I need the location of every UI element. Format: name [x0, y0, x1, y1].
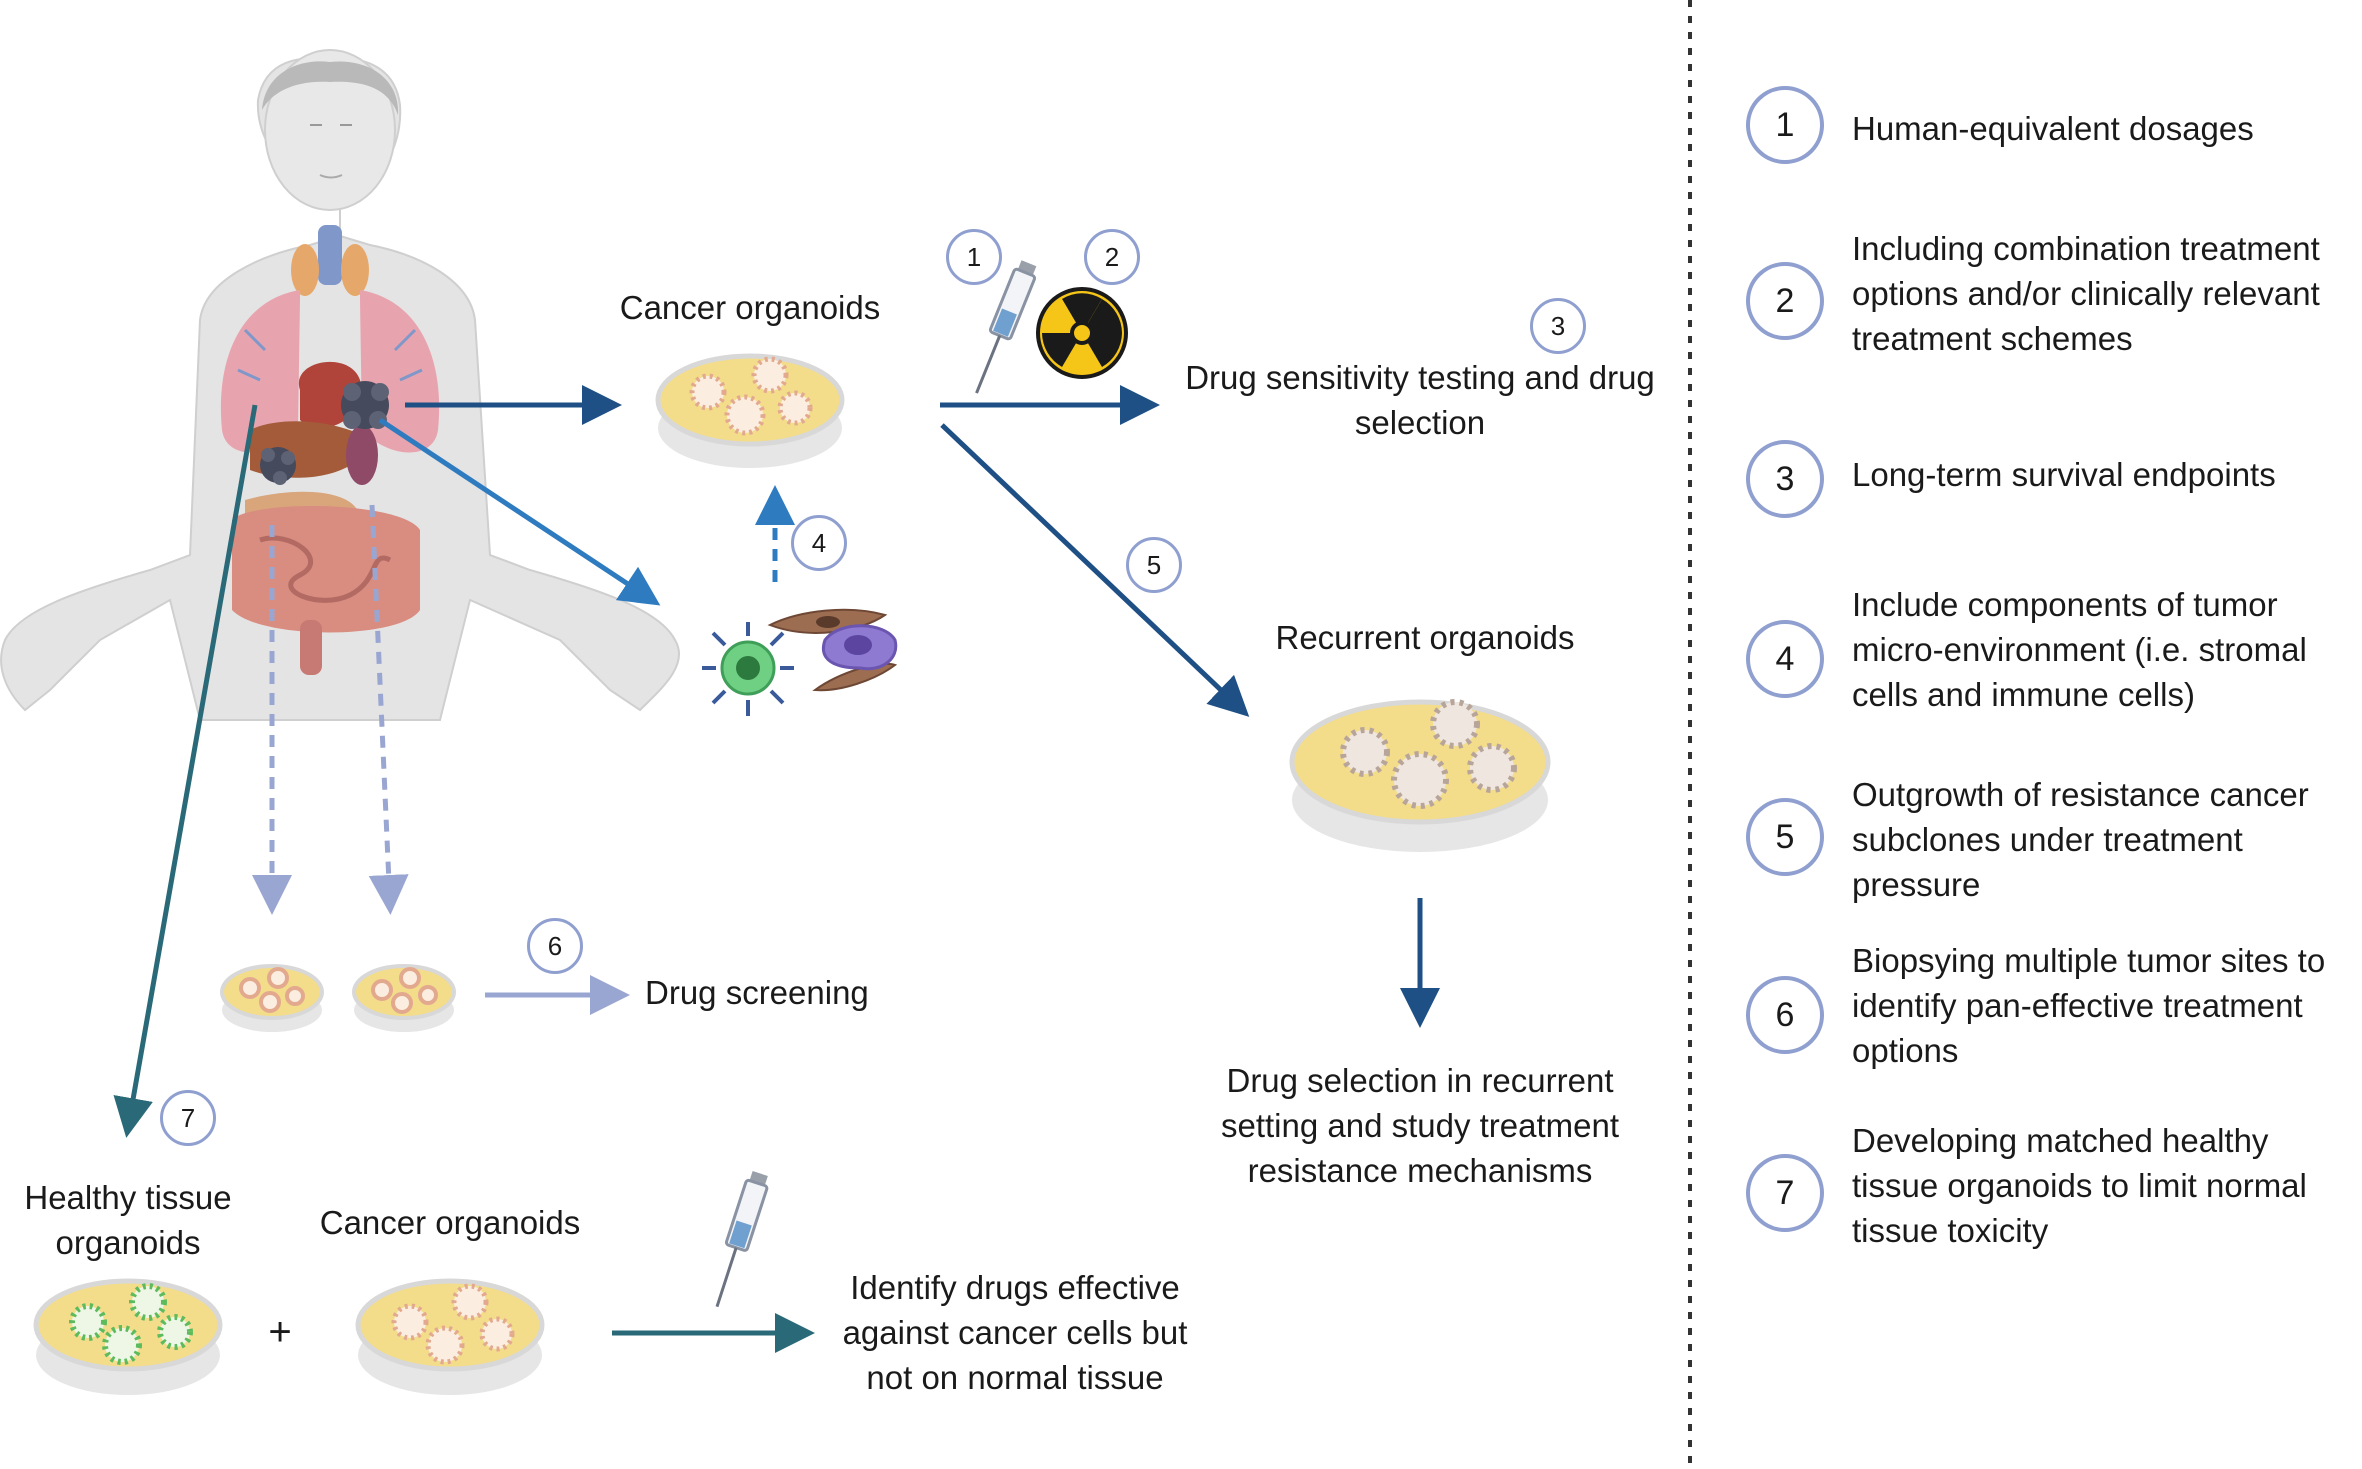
radiation-icon: [1036, 287, 1128, 379]
drug-selection-recurrent-label: Drug selection in recurrent setting and …: [1220, 1062, 1620, 1189]
legend-text-6: Biopsying multiple tumor sites to identi…: [1852, 942, 2326, 1069]
legend-badge-7: 7: [1746, 1154, 1824, 1232]
petri-dish-icon: [220, 964, 324, 1032]
step-badge-5: 5: [1126, 537, 1182, 593]
step-badge-1: 1: [946, 229, 1002, 285]
human-body-icon: [0, 49, 681, 721]
step-badge-7: 7: [160, 1090, 216, 1146]
drug-sensitivity-label: Drug sensitivity testing and drug select…: [1185, 359, 1655, 441]
legend-text-7: Developing matched healthy tissue organo…: [1852, 1122, 2307, 1249]
petri-dish-icon: [1289, 699, 1551, 852]
step-badge-6: 6: [527, 918, 583, 974]
petri-dish-icon: [655, 353, 845, 468]
identify-drugs-label: Identify drugs effective against cancer …: [842, 1269, 1188, 1396]
legend-badge-2: 2: [1746, 262, 1824, 340]
cancer-organoids-label: Cancer organoids: [619, 289, 881, 326]
immune-cell-icon: [702, 622, 794, 716]
legend-badge-6: 6: [1746, 976, 1824, 1054]
immune-cell-icon: [822, 624, 898, 671]
arrow-to-recurrent-organoids: [940, 423, 1250, 717]
petri-dish-icon: [352, 964, 456, 1032]
arrow-body-to-healthy-tissue: [113, 404, 258, 1138]
petri-dish-icon: [355, 1278, 545, 1395]
legend-badge-3: 3: [1746, 440, 1824, 518]
step-badge-4: 4: [791, 515, 847, 571]
arrow-body-to-microenvironment: [378, 417, 661, 606]
healthy-tissue-label: Healthy tissue organoids: [24, 1179, 232, 1261]
legend-text-5: Outgrowth of resistance cancer subclones…: [1852, 776, 2309, 903]
arrow-body-to-biopsy-dish-2: [368, 504, 409, 915]
plus-sign: +: [268, 1310, 292, 1354]
legend-badge-5: 5: [1746, 798, 1824, 876]
legend-text-1: Human-equivalent dosages: [1852, 110, 2254, 147]
legend-text-2: Including combination treatment options …: [1852, 230, 2320, 357]
step-badge-2: 2: [1084, 229, 1140, 285]
step-badge-3: 3: [1530, 298, 1586, 354]
legend-text-3: Long-term survival endpoints: [1852, 456, 2276, 493]
syringe-icon: [715, 1171, 769, 1308]
cancer-organoids-bottom-label: Cancer organoids: [319, 1204, 581, 1241]
legend-text-4: Include components of tumor micro-enviro…: [1852, 586, 2307, 713]
recurrent-organoids-label: Recurrent organoids: [1275, 619, 1575, 656]
legend-badge-4: 4: [1746, 620, 1824, 698]
drug-screening-label: Drug screening: [645, 974, 869, 1011]
legend-badge-1: 1: [1746, 86, 1824, 164]
petri-dish-icon: [33, 1278, 223, 1395]
syringe-icon: [975, 260, 1037, 394]
